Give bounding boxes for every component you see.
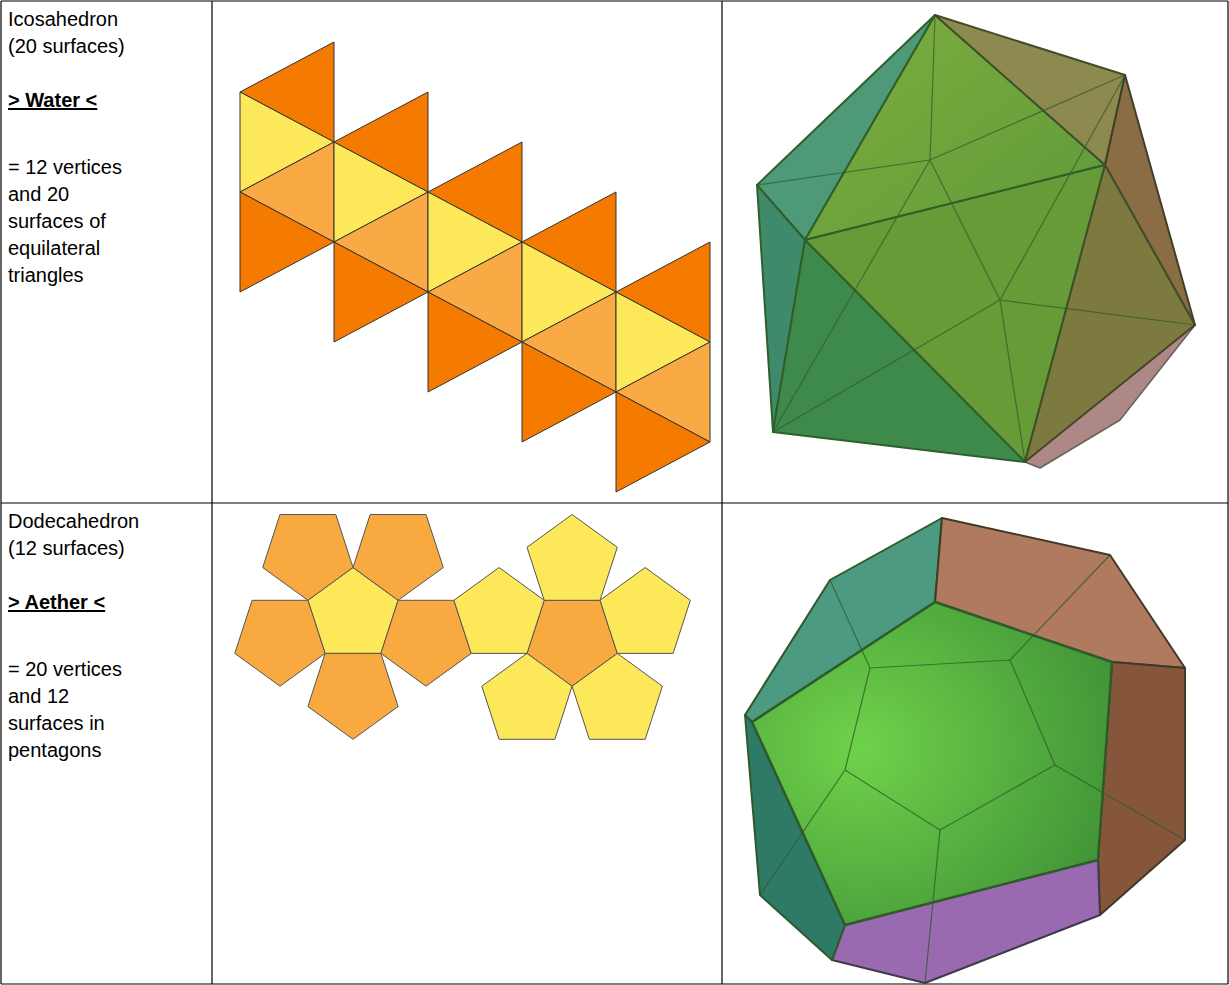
net-triangle xyxy=(616,392,710,492)
element-name: > Water < xyxy=(8,87,148,114)
net-triangle xyxy=(428,292,522,392)
net-triangle xyxy=(522,342,616,442)
net-pentagon xyxy=(308,653,398,739)
element-name: > Aether < xyxy=(8,589,148,616)
dodecahedron-net xyxy=(235,515,691,740)
solid-description: = 12 vertices and 20 surfaces of equilat… xyxy=(8,154,148,289)
icosahedron-net xyxy=(240,42,710,492)
net-pentagon xyxy=(482,653,572,739)
solid-name: Icosahedron (20 surfaces) xyxy=(8,6,148,60)
dodecahedron-render xyxy=(745,518,1185,983)
net-pentagon xyxy=(353,515,443,601)
net-pentagon xyxy=(600,568,690,654)
icosahedron-render xyxy=(757,15,1195,468)
net-triangle xyxy=(334,242,428,342)
net-pentagon xyxy=(454,568,544,654)
solid-description: = 20 vertices and 12 surfaces in pentago… xyxy=(8,656,148,764)
solid-name: Dodecahedron (12 surfaces) xyxy=(8,508,148,562)
net-pentagon xyxy=(263,515,353,601)
net-pentagon xyxy=(572,653,662,739)
net-pentagon xyxy=(235,600,325,686)
net-triangle xyxy=(240,192,334,292)
net-pentagon xyxy=(527,515,617,601)
